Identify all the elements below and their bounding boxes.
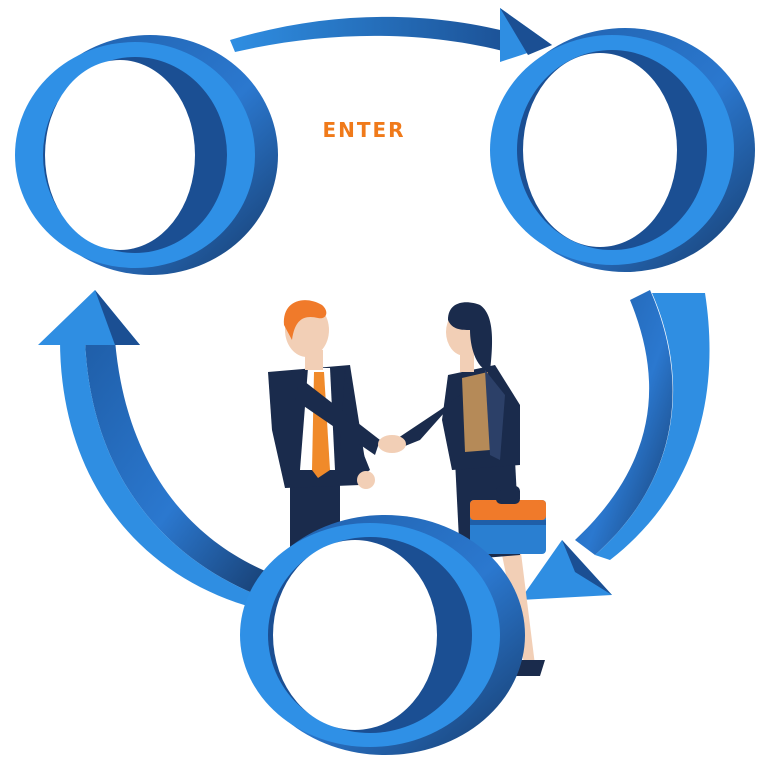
top-curved-arrow-icon xyxy=(230,8,552,62)
center-enter-label: ENTER xyxy=(322,118,405,142)
left-curved-arrow-icon xyxy=(38,290,275,610)
bottom-loop-ring-icon xyxy=(240,515,525,755)
left-loop-ring-icon xyxy=(15,35,278,275)
briefcase-icon xyxy=(470,486,546,554)
right-curved-arrow-icon xyxy=(520,290,710,600)
right-loop-ring-icon xyxy=(490,28,755,272)
